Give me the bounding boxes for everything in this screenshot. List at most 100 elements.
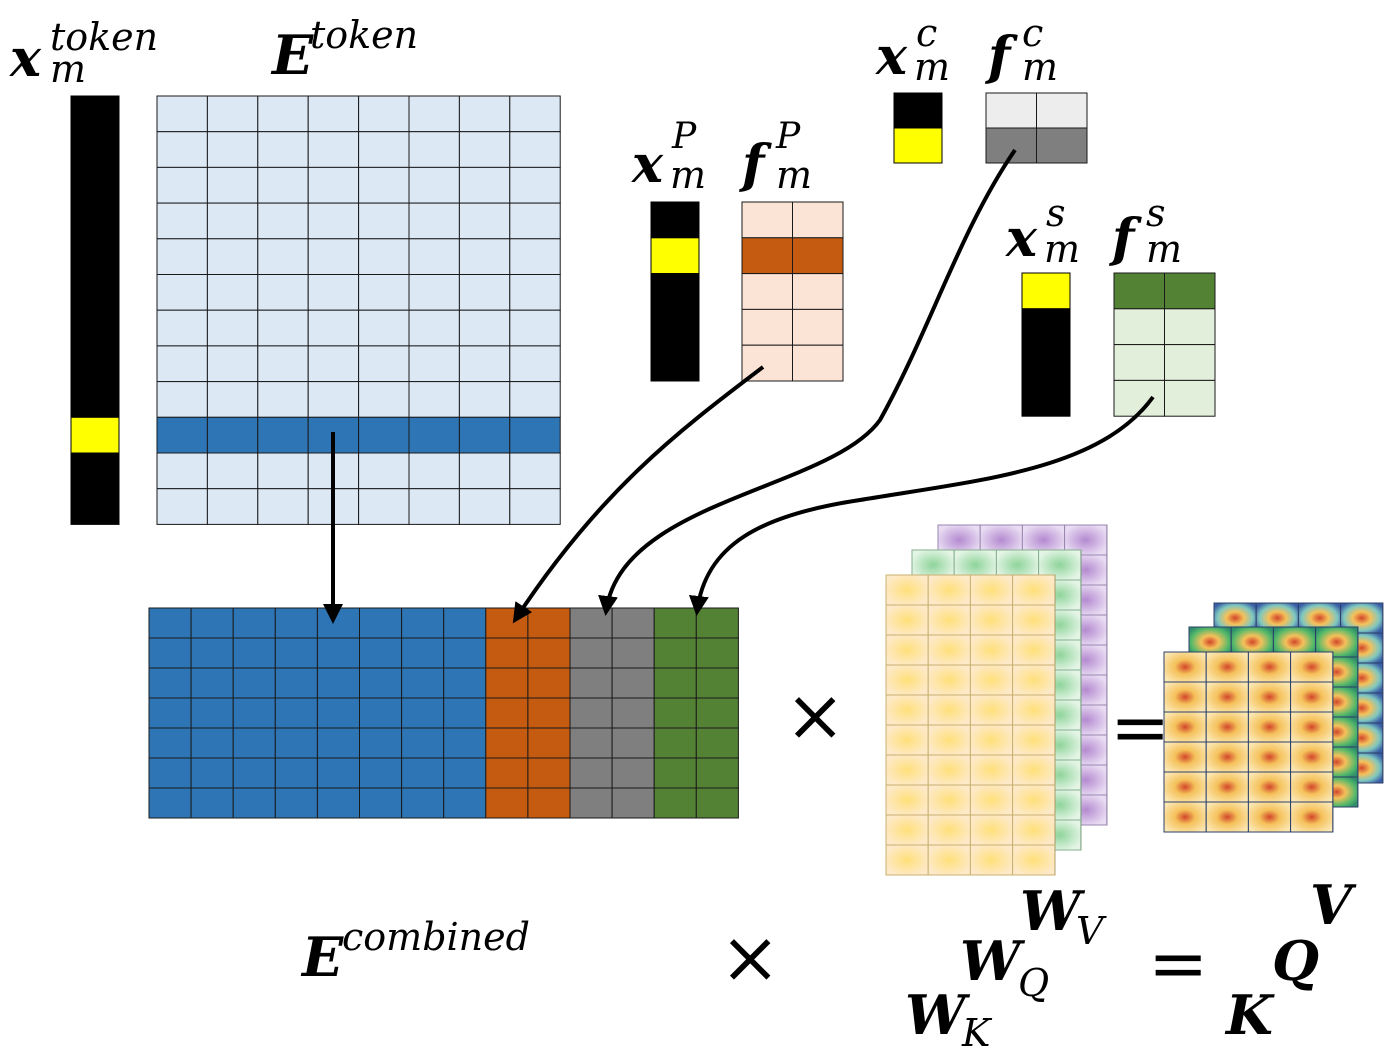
matrix-cell <box>190 607 234 639</box>
matrix-cell <box>458 131 511 168</box>
matrix-cell <box>527 697 571 729</box>
matrix-cell <box>408 166 460 204</box>
label-W-Q: W Q <box>960 929 1049 1005</box>
matrix-cell <box>358 166 410 204</box>
svg-text:P: P <box>775 116 801 157</box>
f-c-matrix <box>985 92 1088 164</box>
matrix-cell <box>359 697 403 729</box>
matrix-cell <box>307 95 360 133</box>
matrix-cell <box>509 202 561 240</box>
matrix-cell <box>1163 741 1207 773</box>
matrix-cell <box>509 166 561 204</box>
matrix-cell <box>458 95 511 133</box>
matrix-cell <box>401 787 445 819</box>
matrix-cell <box>485 787 529 819</box>
E-combined-matrix <box>148 607 739 819</box>
matrix-cell <box>792 201 844 239</box>
matrix-cell <box>509 131 561 168</box>
matrix-cell <box>190 637 234 669</box>
label-W-V: W V <box>1020 879 1107 953</box>
matrix-cell <box>156 274 208 311</box>
matrix-cell <box>458 452 511 490</box>
vector-cell <box>70 131 120 168</box>
matrix-cell <box>458 488 511 525</box>
matrix-cell <box>443 697 487 729</box>
matrix-cell <box>611 787 655 819</box>
matrix-cell <box>358 274 410 311</box>
matrix-cell <box>1113 272 1165 310</box>
label-V: V <box>1310 873 1357 937</box>
matrix-cell <box>527 757 571 789</box>
matrix-cell <box>1247 771 1292 803</box>
matrix-cell <box>257 345 309 383</box>
matrix-cell <box>148 607 192 639</box>
svg-text:P: P <box>671 116 697 157</box>
matrix-cell <box>274 787 318 819</box>
vector-cell <box>650 237 700 275</box>
matrix-cell <box>148 697 192 729</box>
matrix-cell <box>232 607 276 639</box>
matrix-cell <box>458 416 511 454</box>
matrix-cell <box>527 667 571 699</box>
times-operator-middle: × <box>785 673 845 757</box>
x-c-vector <box>893 92 943 164</box>
matrix-cell <box>1290 681 1334 713</box>
matrix-cell <box>695 787 739 819</box>
matrix-cell <box>485 697 529 729</box>
matrix-cell <box>443 637 487 669</box>
matrix-cell <box>274 727 318 759</box>
svg-text:c: c <box>1022 11 1043 55</box>
matrix-cell <box>1012 604 1056 636</box>
arrow-pos-feature <box>512 365 765 624</box>
matrix-cell <box>316 787 360 819</box>
matrix-cell <box>232 667 276 699</box>
matrix-cell <box>1113 379 1165 417</box>
matrix-cell <box>1205 711 1249 743</box>
f-s-matrix <box>1113 272 1216 417</box>
matrix-cell <box>206 381 259 418</box>
matrix-cell <box>527 787 571 819</box>
matrix-cell <box>206 95 259 133</box>
matrix-cell <box>509 345 561 383</box>
matrix-cell <box>316 727 360 759</box>
W-K-matrix <box>885 574 1056 876</box>
matrix-cell <box>1205 741 1249 773</box>
matrix-cell <box>885 694 929 726</box>
matrix-cell <box>458 309 511 347</box>
matrix-cell <box>569 667 613 699</box>
vector-cell <box>1021 308 1071 346</box>
matrix-cell <box>485 637 529 669</box>
matrix-cell <box>307 309 360 347</box>
matrix-cell <box>509 452 561 490</box>
matrix-cell <box>307 238 360 276</box>
matrix-cell <box>156 452 208 490</box>
arrow-c-feature <box>598 148 1017 616</box>
matrix-cell <box>408 274 460 311</box>
matrix-cell <box>206 274 259 311</box>
matrix-cell <box>1205 771 1249 803</box>
matrix-cell <box>408 202 460 240</box>
label-x-c: x c m <box>875 11 950 89</box>
matrix-cell <box>569 727 613 759</box>
matrix-cell <box>358 131 410 168</box>
matrix-cell <box>156 345 208 383</box>
vector-cell <box>1021 344 1071 381</box>
matrix-cell <box>1163 771 1207 803</box>
label-x-token: x token m <box>9 15 158 91</box>
matrix-cell <box>359 727 403 759</box>
svg-text:x: x <box>9 28 42 89</box>
matrix-cell <box>257 416 309 454</box>
matrix-cell <box>190 757 234 789</box>
matrix-cell <box>509 95 561 133</box>
svg-text:s: s <box>1046 191 1066 235</box>
matrix-cell <box>569 637 613 669</box>
vector-cell <box>650 273 700 310</box>
matrix-cell <box>653 637 697 669</box>
matrix-cell <box>969 844 1014 876</box>
E-token-matrix <box>156 95 561 525</box>
matrix-cell <box>653 787 697 819</box>
vector-cell <box>893 92 943 129</box>
matrix-cell <box>1163 801 1207 833</box>
arrow-s-feature <box>688 395 1155 616</box>
